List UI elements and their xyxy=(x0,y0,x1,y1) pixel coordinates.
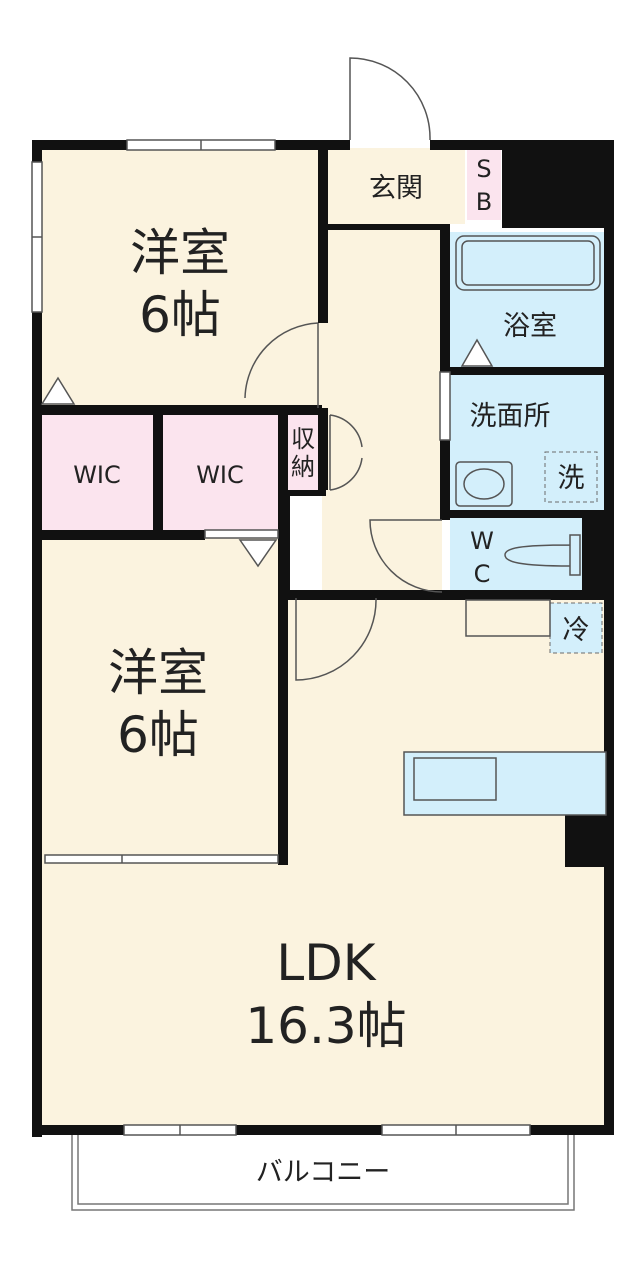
pipe-shaft-mid xyxy=(582,510,612,600)
shoe-box-floor xyxy=(467,148,501,220)
western-room-mid-name: 洋室 xyxy=(108,644,208,702)
balcony-label: バルコニー xyxy=(256,1157,390,1188)
shoe-box-label-1: S xyxy=(476,155,491,183)
bathroom-label: 浴室 xyxy=(503,311,557,342)
wall-wc-bottom xyxy=(286,590,586,600)
fridge-outline xyxy=(465,599,551,637)
room-fills xyxy=(40,148,606,1128)
western-room-top-name: 洋室 xyxy=(130,224,230,282)
wall-bottom-right xyxy=(530,1125,612,1135)
wall-wic-top-2 xyxy=(112,405,322,415)
markers xyxy=(40,338,494,568)
sliding-door-wic xyxy=(204,529,279,539)
sliding-doors xyxy=(44,371,451,864)
western-room-mid-size: 6帖 xyxy=(117,706,199,764)
wall-mid-room-right xyxy=(278,415,288,865)
entrance-floor xyxy=(330,148,465,224)
wall-top-left xyxy=(32,140,127,150)
wall-wash-bottom xyxy=(440,510,610,518)
sliding-door-water xyxy=(439,371,451,441)
door-storage-2 xyxy=(329,452,363,491)
marker-bath xyxy=(460,338,494,367)
western-room-top-floor xyxy=(40,148,322,410)
wall-bottom-left xyxy=(32,1125,124,1135)
ldk-floor-lower xyxy=(40,860,606,1128)
storage-label-2: 納 xyxy=(291,453,315,481)
marker-mid-room xyxy=(238,539,278,568)
toilet-label-1: W xyxy=(470,527,494,555)
wash-basin-bowl xyxy=(463,468,505,500)
wall-left-upper xyxy=(32,140,42,162)
western-room-top-size: 6帖 xyxy=(139,286,221,344)
wall-bath-bottom xyxy=(440,367,610,375)
washer-space xyxy=(544,451,598,503)
entrance-label: 玄関 xyxy=(369,173,423,204)
toilet-bowl xyxy=(504,534,581,576)
fridge-label: 冷 xyxy=(563,615,590,646)
pillar-kitchen xyxy=(565,815,612,867)
wall-entry-bottom xyxy=(328,224,442,230)
shoe-box-label-2: B xyxy=(476,188,492,216)
wall-corridor-left xyxy=(286,496,290,596)
wic-left-label: WIC xyxy=(73,461,121,489)
toilet-label-2: C xyxy=(474,560,491,588)
ldk-name: LDK xyxy=(276,934,376,992)
walls xyxy=(32,140,614,1137)
door-storage-1 xyxy=(329,414,363,452)
balcony xyxy=(71,1135,575,1211)
wall-wic-top xyxy=(40,405,112,415)
door-top-room xyxy=(244,322,319,408)
entry-door xyxy=(349,57,431,141)
kitchen-sink xyxy=(413,757,497,801)
bathtub-inner xyxy=(461,240,595,286)
pipe-shaft-top xyxy=(502,140,612,228)
storage-label-1: 収 xyxy=(291,425,315,453)
windows xyxy=(31,139,531,1136)
fridge-space xyxy=(549,602,603,654)
wall-top-mid xyxy=(275,140,350,150)
wic-right-label: WIC xyxy=(196,461,244,489)
wic-right-floor xyxy=(163,415,278,530)
wall-wic-bottom xyxy=(40,530,205,540)
ldk-size: 16.3帖 xyxy=(245,997,406,1055)
washroom-label: 洗面所 xyxy=(470,401,551,432)
door-ldk xyxy=(295,597,377,681)
wall-right xyxy=(604,140,614,1135)
western-room-mid-floor xyxy=(40,538,278,860)
doors xyxy=(244,57,443,681)
washer-label: 洗 xyxy=(558,463,585,494)
wic-left-floor xyxy=(40,415,153,530)
door-corridor xyxy=(369,519,443,593)
wall-left-main xyxy=(32,312,42,1137)
wall-storage-bottom xyxy=(286,490,326,496)
wall-top-room-right xyxy=(318,148,328,323)
sliding-door-mid-room xyxy=(44,854,279,864)
wall-storage-right xyxy=(318,408,328,490)
wall-water-left xyxy=(440,224,450,372)
fixtures xyxy=(403,235,607,816)
wall-water-left-2 xyxy=(440,440,450,520)
storage-floor xyxy=(286,415,322,490)
wall-bottom-mid xyxy=(236,1125,382,1135)
marker-top-room xyxy=(40,376,76,405)
wall-wic-divider xyxy=(153,405,163,537)
labels: 洋室 6帖 WIC WIC 収 納 玄関 S B 浴室 洗面所 洗 W C 冷 … xyxy=(73,155,589,1188)
